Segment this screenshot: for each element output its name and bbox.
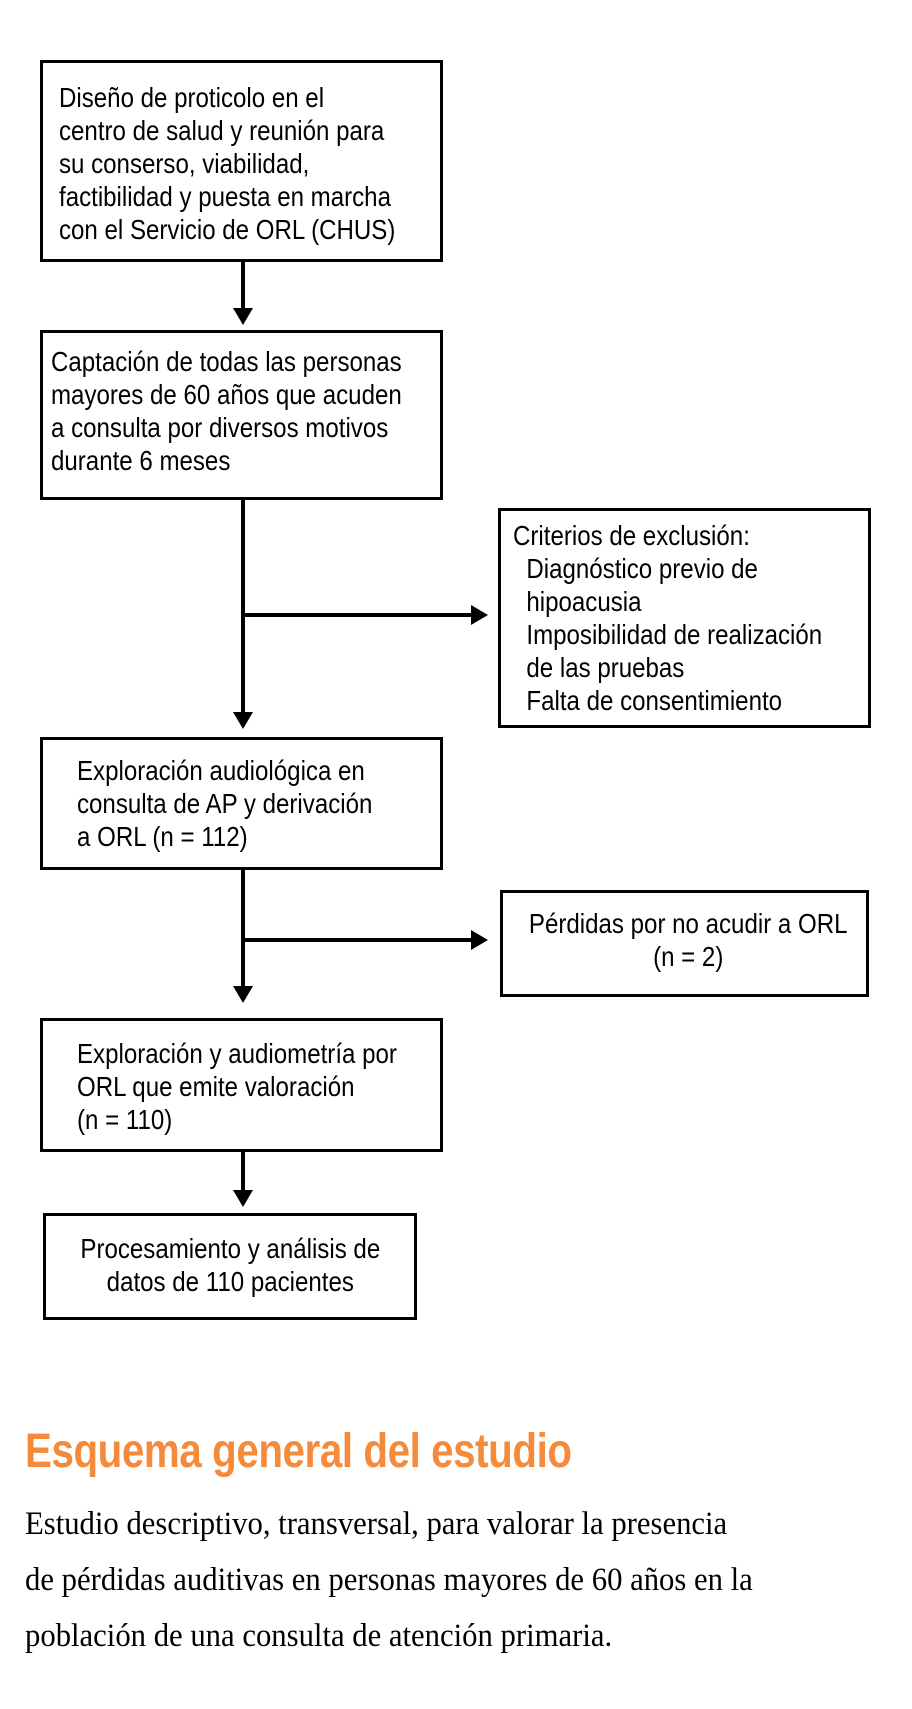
flowchart-box-protocol-design: Diseño de proticolo en el centro de salu… [40, 60, 443, 262]
flowchart-box-losses: Pérdidas por no acudir a ORL (n = 2) [500, 890, 869, 997]
arrow-shaft [241, 500, 245, 714]
arrowhead-right-icon [471, 930, 488, 950]
flowchart-box-recruitment: Captación de todas las personas mayores … [40, 330, 443, 500]
arrowhead-down-icon [233, 308, 253, 325]
arrowhead-down-icon [233, 712, 253, 729]
arrow-shaft [241, 262, 245, 310]
arrowhead-right-icon [471, 605, 488, 625]
flowchart-box-recruitment-text: Captación de todas las personas mayores … [51, 346, 402, 476]
arrow-shaft [243, 613, 473, 617]
flowchart-box-losses-text: Pérdidas por no acudir a ORL (n = 2) [528, 908, 848, 972]
flowchart-box-ap-audiology-exam: Exploración audiológica en consulta de A… [40, 737, 443, 870]
caption-body: Estudio descriptivo, transversal, para v… [25, 1506, 753, 1654]
arrow-shaft [243, 938, 473, 942]
flowchart-box-data-analysis: Procesamiento y análisis de datos de 110… [43, 1213, 417, 1320]
arrowhead-down-icon [233, 986, 253, 1003]
arrow-shaft [241, 868, 245, 988]
flowchart-box-exclusion-criteria-text: Criterios de exclusión: Diagnóstico prev… [513, 520, 823, 716]
arrowhead-down-icon [233, 1190, 253, 1207]
flowchart-box-data-analysis-text: Procesamiento y análisis de datos de 110… [80, 1233, 380, 1297]
flowchart-box-exclusion-criteria: Criterios de exclusión: Diagnóstico prev… [498, 508, 871, 728]
flowchart-box-orl-exam-text: Exploración y audiometría por ORL que em… [77, 1038, 397, 1135]
caption-title: Esquema general del estudio [25, 1425, 572, 1478]
flowchart-box-protocol-design-text: Diseño de proticolo en el centro de salu… [59, 82, 396, 245]
flowchart-box-orl-exam: Exploración y audiometría por ORL que em… [40, 1018, 443, 1152]
arrow-shaft [241, 1152, 245, 1192]
flowchart-box-ap-audiology-exam-text: Exploración audiológica en consulta de A… [77, 755, 373, 852]
